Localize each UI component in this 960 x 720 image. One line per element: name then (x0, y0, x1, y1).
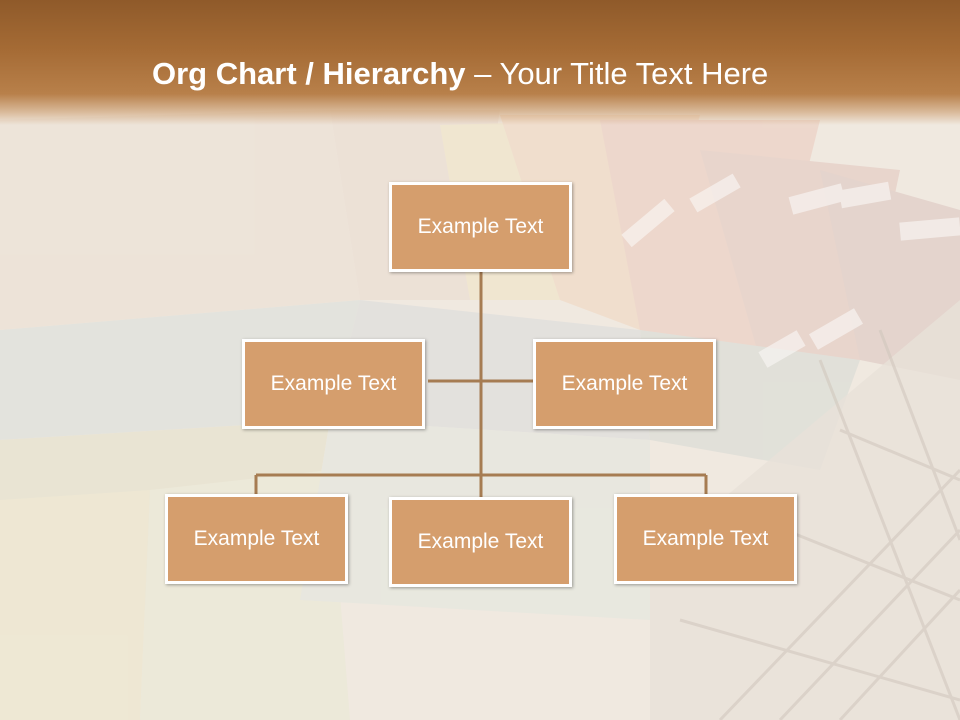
org-node-label: Example Text (417, 215, 544, 238)
org-node-child-3[interactable]: Example Text (614, 494, 797, 584)
title-bold-part: Org Chart / Hierarchy (152, 56, 466, 91)
org-node-assistant-left[interactable]: Example Text (242, 339, 425, 429)
org-node-child-1[interactable]: Example Text (165, 494, 348, 584)
org-node-label: Example Text (561, 372, 688, 395)
title-rest-part: Your Title Text Here (499, 56, 769, 91)
org-node-label: Example Text (193, 527, 320, 550)
title-separator: – (474, 56, 492, 91)
title-banner (0, 0, 960, 125)
slide-title[interactable]: Org Chart / Hierarchy – Your Title Text … (152, 56, 768, 92)
org-node-label: Example Text (270, 372, 397, 395)
org-node-label: Example Text (642, 527, 769, 550)
org-node-child-2[interactable]: Example Text (389, 497, 572, 587)
org-node-assistant-right[interactable]: Example Text (533, 339, 716, 429)
org-node-root[interactable]: Example Text (389, 182, 572, 272)
org-node-label: Example Text (417, 530, 544, 553)
